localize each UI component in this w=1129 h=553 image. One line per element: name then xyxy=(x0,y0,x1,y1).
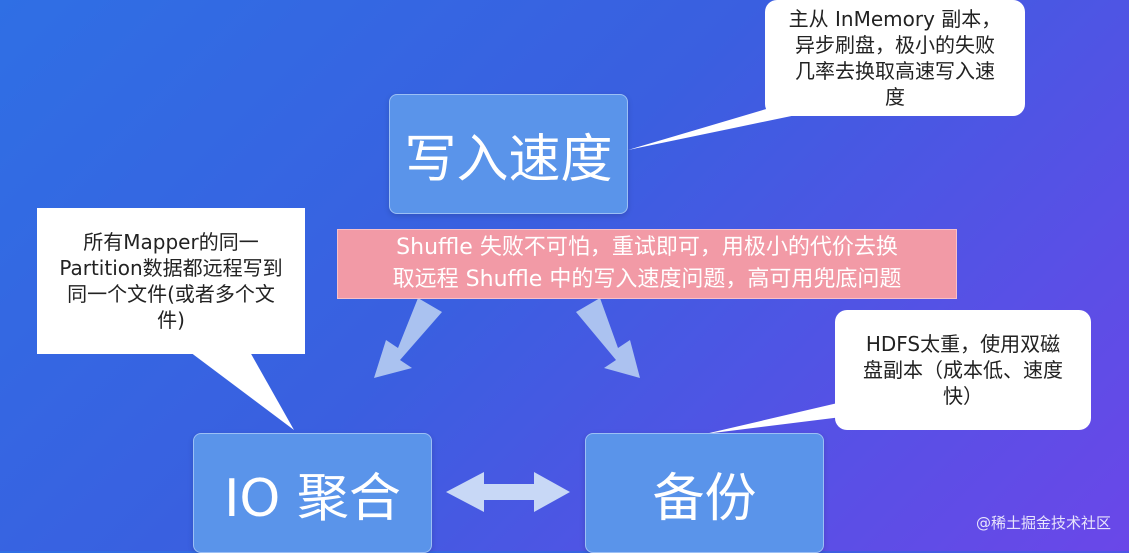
callout-left-line: 件) xyxy=(157,308,185,332)
callout-top-right-line: 异步刷盘，极小的失败 xyxy=(794,33,995,57)
node-backup-label: 备份 xyxy=(652,468,757,529)
callout-left: 所有Mapper的同一 Partition数据都远程写到 同一个文件(或者多个文… xyxy=(37,208,305,354)
node-write-speed-label: 写入速度 xyxy=(404,129,613,190)
callout-tail-left xyxy=(190,352,294,430)
node-io-aggregation-label: IO 聚合 xyxy=(224,468,401,529)
callout-top-right-line: 度 xyxy=(884,85,905,109)
summary-banner: Shuffle 失败不可怕，重试即可，用极小的代价去换 取远程 Shuffle … xyxy=(337,229,957,299)
arrow-double-horizontal xyxy=(446,472,570,512)
callout-right-line: 盘副本（成本低、速度 xyxy=(863,358,1063,382)
arrow-down-left xyxy=(374,298,442,378)
summary-banner-line: Shuffle 失败不可怕，重试即可，用极小的代价去换 xyxy=(396,235,898,260)
callout-top-right-line: 几率去换取高速写入速 xyxy=(794,59,995,83)
summary-banner-line: 取远程 Shuffle 中的写入速度问题，高可用兜底问题 xyxy=(392,267,902,292)
arrow-down-right xyxy=(576,298,640,378)
callout-top-right-line: 主从 InMemory 副本， xyxy=(788,7,1002,31)
callout-left-line: 同一个文件(或者多个文 xyxy=(67,282,275,306)
node-write-speed: 写入速度 xyxy=(389,94,628,214)
callout-top-right: 主从 InMemory 副本， 异步刷盘，极小的失败 几率去换取高速写入速 度 xyxy=(765,0,1025,116)
node-io-aggregation: IO 聚合 xyxy=(193,433,432,553)
callout-left-line: 所有Mapper的同一 xyxy=(83,230,259,254)
node-backup: 备份 xyxy=(585,433,824,553)
source-credit: @稀土掘金技术社区 xyxy=(975,514,1111,532)
callout-right-line: HDFS太重，使用双磁 xyxy=(865,332,1061,356)
callout-right-line: 快） xyxy=(943,384,983,408)
callout-right: HDFS太重，使用双磁 盘副本（成本低、速度 快） xyxy=(835,310,1091,430)
callout-left-line: Partition数据都远程写到 xyxy=(59,256,283,280)
